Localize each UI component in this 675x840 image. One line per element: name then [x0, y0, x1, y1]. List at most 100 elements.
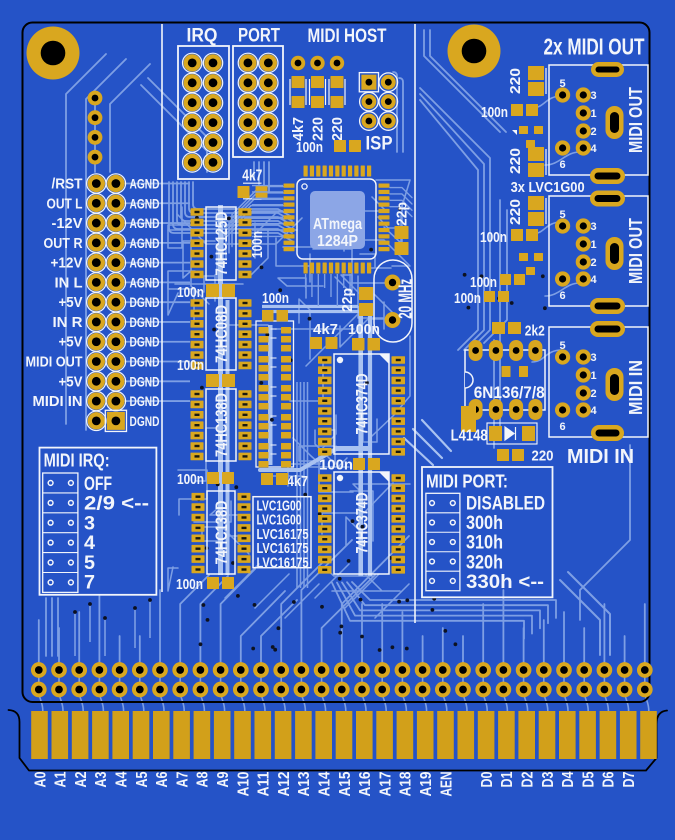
svg-text:3x LVC1G00: 3x LVC1G00	[511, 179, 585, 196]
svg-text:DGND: DGND	[130, 355, 160, 370]
svg-text:A15: A15	[337, 771, 354, 796]
svg-text:A14: A14	[317, 771, 334, 796]
svg-text:1: 1	[591, 239, 597, 251]
svg-text:4: 4	[84, 533, 95, 554]
svg-text:MIDI OUT: MIDI OUT	[626, 218, 646, 284]
svg-text:AGND: AGND	[130, 275, 160, 290]
svg-text:MIDI PORT:: MIDI PORT:	[426, 472, 508, 492]
svg-text:4k7: 4k7	[242, 168, 262, 185]
svg-text:-12V: -12V	[52, 216, 83, 232]
svg-text:DGND: DGND	[130, 394, 160, 409]
svg-text:/RST: /RST	[52, 177, 83, 193]
svg-text:+5V: +5V	[59, 295, 83, 311]
svg-text:OUT L: OUT L	[47, 196, 83, 212]
svg-text:DGND: DGND	[130, 315, 160, 330]
svg-text:MIDI IRQ:: MIDI IRQ:	[44, 450, 110, 470]
svg-text:100n: 100n	[481, 105, 508, 121]
svg-text:6N136/7/8: 6N136/7/8	[474, 383, 545, 402]
svg-text:4k7: 4k7	[291, 117, 307, 141]
svg-text:MIDI OUT: MIDI OUT	[626, 87, 646, 153]
svg-text:6: 6	[560, 421, 566, 433]
svg-text:4: 4	[591, 274, 598, 286]
svg-text:330h <--: 330h <--	[466, 572, 544, 593]
svg-text:5: 5	[560, 78, 566, 90]
svg-text:A18: A18	[398, 771, 415, 796]
svg-text:A11: A11	[256, 771, 273, 796]
svg-text:300h: 300h	[466, 513, 503, 534]
svg-text:D3: D3	[540, 771, 557, 787]
svg-text:74HC374D: 74HC374D	[353, 493, 372, 554]
svg-text:LVC16175: LVC16175	[257, 541, 309, 557]
svg-text:1: 1	[591, 370, 597, 382]
svg-text:ISP: ISP	[366, 134, 393, 155]
svg-text:100n: 100n	[176, 577, 203, 593]
svg-text:220: 220	[507, 68, 524, 94]
svg-text:OFF: OFF	[84, 474, 112, 495]
svg-text:100n: 100n	[319, 458, 353, 474]
svg-text:A7: A7	[174, 771, 191, 787]
svg-text:D0: D0	[479, 771, 496, 787]
svg-text:PORT: PORT	[238, 25, 280, 46]
svg-text:+5V: +5V	[59, 335, 83, 351]
svg-text:100n: 100n	[480, 230, 507, 246]
svg-text:220: 220	[532, 449, 554, 465]
svg-text:D7: D7	[621, 771, 638, 787]
svg-text:OUT R: OUT R	[44, 236, 83, 252]
svg-text:74HC125D: 74HC125D	[212, 212, 231, 276]
svg-text:100n: 100n	[348, 322, 380, 338]
svg-text:MIDI IN: MIDI IN	[567, 446, 634, 468]
svg-text:+5V: +5V	[59, 374, 83, 390]
svg-text:A1: A1	[53, 771, 70, 787]
svg-text:A4: A4	[114, 771, 131, 787]
svg-text:22p: 22p	[339, 288, 356, 312]
svg-text:3: 3	[591, 90, 597, 102]
svg-text:2: 2	[591, 257, 597, 269]
svg-text:4k7: 4k7	[313, 322, 338, 338]
svg-text:LVC1G00: LVC1G00	[257, 513, 302, 529]
svg-text:ATmega: ATmega	[313, 216, 362, 233]
svg-text:6: 6	[560, 159, 566, 171]
svg-text:74HC374D: 74HC374D	[353, 374, 372, 435]
svg-text:100n: 100n	[177, 358, 204, 374]
svg-text:2: 2	[591, 126, 597, 138]
svg-text:220: 220	[507, 199, 524, 225]
svg-text:A2: A2	[73, 771, 90, 787]
svg-text:DGND: DGND	[130, 295, 160, 310]
svg-text:+12V: +12V	[51, 256, 83, 272]
svg-text:220: 220	[507, 148, 524, 174]
svg-text:AGND: AGND	[130, 196, 160, 211]
svg-text:220: 220	[311, 117, 327, 141]
svg-text:100n: 100n	[296, 140, 323, 156]
svg-text:100n: 100n	[454, 291, 481, 307]
svg-text:MIDI IN: MIDI IN	[33, 394, 83, 410]
svg-text:A17: A17	[377, 771, 394, 796]
svg-text:IN L: IN L	[55, 275, 83, 291]
svg-text:5: 5	[560, 209, 566, 221]
svg-text:4: 4	[591, 405, 598, 417]
svg-text:20 MHz: 20 MHz	[396, 279, 416, 319]
svg-text:DGND: DGND	[130, 414, 160, 429]
svg-text:LVC16175: LVC16175	[257, 527, 309, 543]
svg-text:AGND: AGND	[130, 177, 160, 192]
svg-text:310h: 310h	[466, 533, 503, 554]
svg-text:3: 3	[591, 221, 597, 233]
svg-text:5: 5	[84, 553, 95, 574]
svg-text:D2: D2	[520, 771, 537, 787]
svg-text:74HC138D: 74HC138D	[212, 393, 231, 457]
svg-text:D6: D6	[601, 771, 618, 787]
svg-text:MIDI OUT: MIDI OUT	[26, 355, 83, 371]
svg-text:A8: A8	[195, 771, 212, 787]
svg-text:A9: A9	[215, 771, 232, 787]
svg-text:A19: A19	[418, 771, 435, 796]
svg-text:220: 220	[330, 117, 346, 141]
svg-text:320h: 320h	[466, 552, 503, 573]
svg-text:A6: A6	[154, 771, 171, 787]
svg-text:2k2: 2k2	[525, 323, 545, 339]
svg-text:L4148: L4148	[451, 427, 488, 444]
svg-text:LVC16175: LVC16175	[257, 555, 309, 571]
svg-text:5: 5	[560, 340, 566, 352]
svg-text:A10: A10	[235, 771, 252, 796]
svg-text:AGND: AGND	[130, 256, 160, 271]
svg-text:100n: 100n	[250, 231, 266, 258]
svg-text:3: 3	[84, 513, 95, 534]
